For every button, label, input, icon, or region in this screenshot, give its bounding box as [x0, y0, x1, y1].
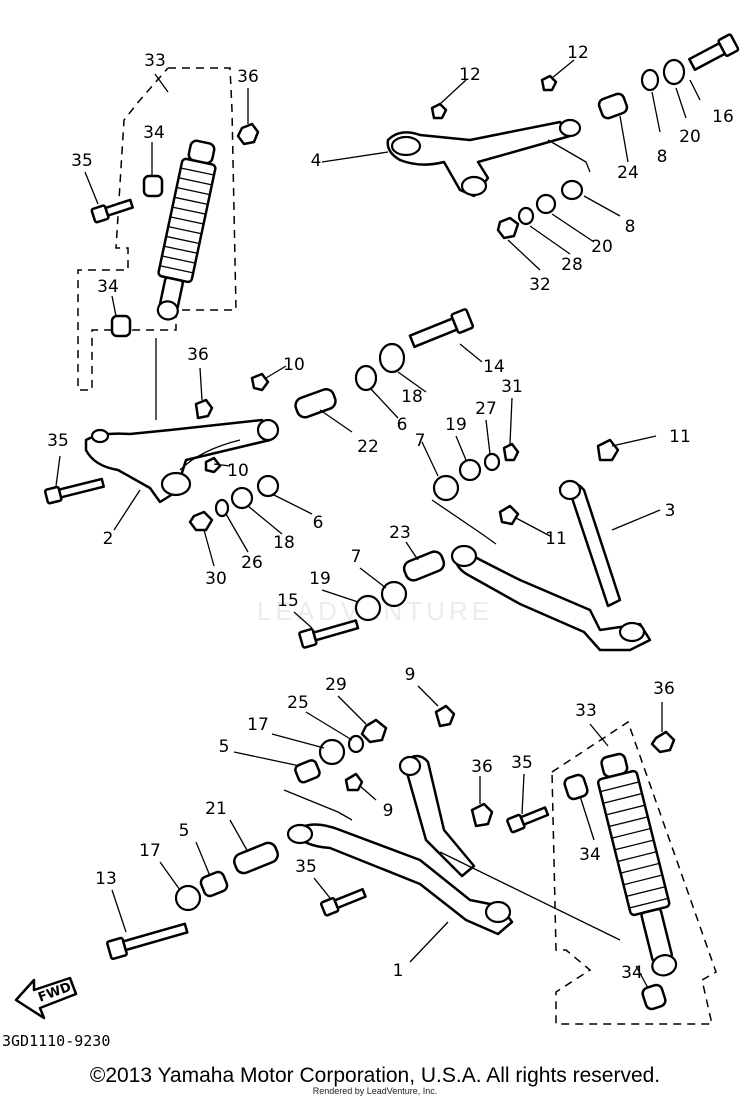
callout-26: 26 — [241, 553, 263, 573]
callout-32: 32 — [529, 275, 551, 295]
callout-34: 34 — [97, 277, 119, 297]
callout-23: 23 — [389, 523, 411, 543]
callout-7: 7 — [351, 547, 362, 567]
callout-28: 28 — [561, 255, 583, 275]
callout-34: 34 — [579, 845, 601, 865]
callout-36: 36 — [187, 345, 209, 365]
callout-11: 11 — [669, 427, 691, 447]
callout-17: 17 — [139, 841, 161, 861]
callout-36: 36 — [237, 67, 259, 87]
lower-arm-middle-right — [293, 397, 661, 652]
callout-19: 19 — [309, 569, 331, 589]
callout-27: 27 — [475, 399, 497, 419]
rendered-by-credit: Rendered by LeadVenture, Inc. — [312, 1086, 438, 1096]
callout-19: 19 — [445, 415, 467, 435]
shock-absorber-upper-left — [77, 67, 260, 420]
callout-30: 30 — [205, 569, 227, 589]
callout-13: 13 — [95, 869, 117, 889]
callout-15: 15 — [277, 591, 299, 611]
callout-20: 20 — [679, 127, 701, 147]
copyright-notice: ©2013 Yamaha Motor Corporation, U.S.A. A… — [89, 1064, 661, 1087]
lower-arm-bottom — [106, 685, 621, 963]
callout-12: 12 — [567, 43, 589, 63]
callout-6: 6 — [313, 513, 324, 533]
callout-9: 9 — [383, 801, 394, 821]
callout-9: 9 — [405, 665, 416, 685]
callout-17: 17 — [247, 715, 269, 735]
callout-5: 5 — [179, 821, 190, 841]
callout-12: 12 — [459, 65, 481, 85]
callout-18: 18 — [401, 387, 423, 407]
callout-25: 25 — [287, 693, 309, 713]
callout-14: 14 — [483, 357, 505, 377]
callout-10: 10 — [283, 355, 305, 375]
callout-35: 35 — [47, 431, 69, 451]
callout-16: 16 — [712, 107, 734, 127]
callout-5: 5 — [219, 737, 230, 757]
callout-6: 6 — [397, 415, 408, 435]
callout-11: 11 — [545, 529, 567, 549]
callout-4: 4 — [311, 151, 322, 171]
callout-21: 21 — [205, 799, 227, 819]
callout-36: 36 — [471, 757, 493, 777]
upper-arm-top-right — [321, 33, 740, 271]
callout-1: 1 — [393, 961, 404, 981]
upper-arm-middle-left — [43, 308, 483, 567]
callout-36: 36 — [653, 679, 675, 699]
callout-34: 34 — [621, 963, 643, 983]
shock-absorber-lower-right — [551, 702, 717, 1025]
callout-3: 3 — [665, 501, 676, 521]
callout-33: 33 — [575, 701, 597, 721]
callout-8: 8 — [657, 147, 668, 167]
callout-8: 8 — [625, 217, 636, 237]
callout-10: 10 — [227, 461, 249, 481]
callout-24: 24 — [617, 163, 639, 183]
callout-31: 31 — [501, 377, 523, 397]
callout-35: 35 — [71, 151, 93, 171]
callout-2: 2 — [103, 529, 114, 549]
callout-labels: 3336343534363521010302618622618141212416… — [47, 43, 734, 983]
callout-34: 34 — [143, 123, 165, 143]
callout-33: 33 — [144, 51, 166, 71]
callout-18: 18 — [273, 533, 295, 553]
callout-20: 20 — [591, 237, 613, 257]
diagram-code: 3GD1110-9230 — [2, 1032, 111, 1050]
callout-29: 29 — [325, 675, 347, 695]
forward-arrow: FWD — [14, 976, 78, 1020]
callout-22: 22 — [357, 437, 379, 457]
callout-35: 35 — [511, 753, 533, 773]
callout-7: 7 — [415, 431, 426, 451]
callout-35: 35 — [295, 857, 317, 877]
